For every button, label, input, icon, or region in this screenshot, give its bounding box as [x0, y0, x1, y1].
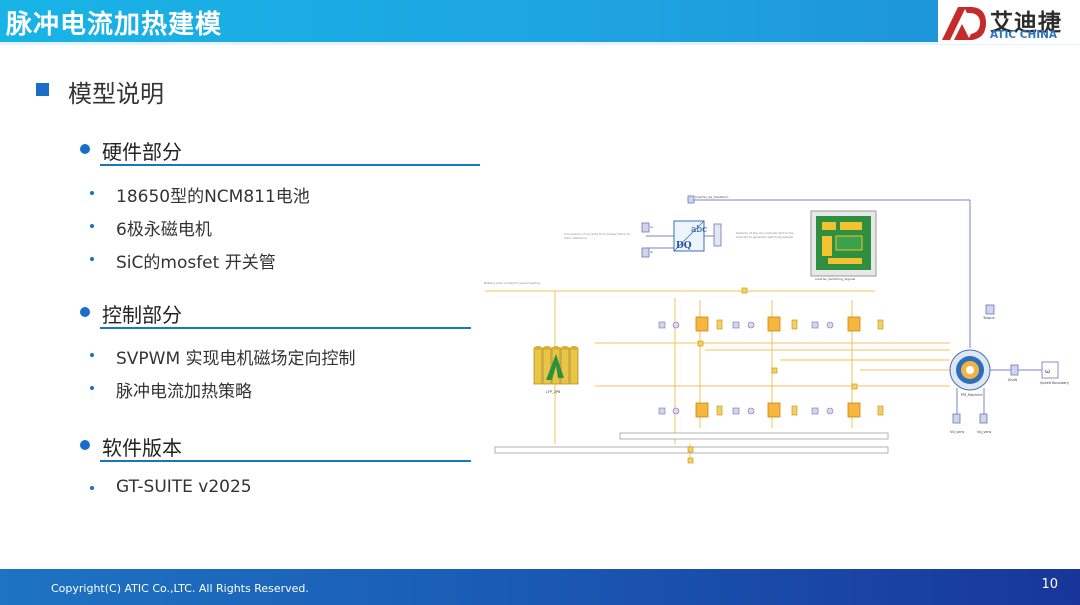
- category-underline: [100, 327, 471, 329]
- inverter-module-label: Inverter_Switching_Signals: [815, 277, 856, 281]
- bullet-dot-icon: [90, 386, 94, 390]
- switch-v-top[interactable]: [767, 316, 781, 332]
- switch-w-bottom[interactable]: [847, 402, 861, 418]
- lower-switches: [658, 402, 884, 418]
- bullet-dot-icon: [90, 257, 94, 261]
- circle-bullet-icon: [80, 307, 90, 317]
- atic-logo-icon: [942, 7, 986, 40]
- svg-text:ib: ib: [650, 250, 653, 254]
- svg-text:Inverter to generate switching: Inverter to generate switching signals: [736, 235, 793, 239]
- bullet-dot-icon: [90, 191, 94, 195]
- switch-u-bottom[interactable]: [695, 402, 709, 418]
- bullet-dot-icon: [90, 486, 94, 490]
- logo-english-name: ATIC CHINA: [990, 29, 1058, 41]
- svg-text:Battery pack model for pulse h: Battery pack model for pulse heating: [484, 281, 540, 285]
- company-logo: 艾迪捷 ATIC CHINA: [938, 0, 1080, 44]
- battery-label: LFP_2P6: [546, 390, 560, 394]
- slide-title: 脉冲电流加热建模: [6, 10, 223, 40]
- switch-v-bottom[interactable]: [767, 402, 781, 418]
- circle-bullet-icon: [80, 440, 90, 450]
- section-heading-text: 模型说明: [68, 80, 164, 108]
- title-bar: 脉冲电流加热建模: [0, 0, 1080, 42]
- speed-boundary-block[interactable]: [1041, 361, 1059, 379]
- shaft-block[interactable]: [1010, 364, 1019, 376]
- square-bullet-icon: [36, 83, 49, 96]
- battery-pack-icon[interactable]: [533, 346, 579, 385]
- circle-bullet-icon: [80, 144, 90, 154]
- torque-label: Torque: [982, 316, 995, 320]
- upper-switches: [658, 316, 884, 332]
- motor-label: PM_Machine: [961, 393, 983, 397]
- category-underline: [100, 460, 471, 462]
- svg-text:Conversion of currents from ph: Conversion of currents from phase frame …: [564, 232, 630, 236]
- category-title: 软件版本: [102, 436, 182, 460]
- gt-suite-model-diagram: Conversion of currents from phase frame …: [484, 195, 1069, 464]
- switch-w-top[interactable]: [847, 316, 861, 332]
- speed-label: Speed Boundary: [1040, 381, 1069, 385]
- transform-top-label: Inverter_dq_transform: [695, 195, 728, 199]
- title-bar-divider: [0, 42, 1080, 45]
- switch-u-top[interactable]: [695, 316, 709, 332]
- dq-label: DQ: [676, 241, 692, 251]
- dc-bus-junctions: [687, 287, 858, 464]
- abc-label: abc: [691, 225, 707, 235]
- footer-bar: Copyright(C) ATIC Co.,LTC. All Rights Re…: [0, 569, 1080, 605]
- category-title: 控制部分: [102, 303, 182, 327]
- svg-text:ω: ω: [1045, 368, 1050, 375]
- svg-text:Outputs of the dq-controller f: Outputs of the dq-controller fed to the: [736, 231, 794, 235]
- category-title: 硬件部分: [102, 140, 182, 164]
- svg-text:ia: ia: [650, 225, 653, 229]
- copyright-text: Copyright(C) ATIC Co.,LTC. All Rights Re…: [51, 582, 309, 595]
- logo-chinese-name: 艾迪捷: [990, 10, 1062, 36]
- page-number: 10: [1041, 577, 1058, 592]
- shaft-label: Shaft: [1008, 378, 1018, 382]
- sensor-right-label: Vq_sens: [977, 430, 992, 434]
- svg-text:rotor reference: rotor reference: [564, 236, 587, 240]
- category-underline: [100, 164, 480, 166]
- pm-motor-icon[interactable]: [949, 349, 991, 391]
- bullet-dot-icon: [90, 224, 94, 228]
- sensor-left-label: Vd_sens: [950, 430, 965, 434]
- bullet-dot-icon: [90, 353, 94, 357]
